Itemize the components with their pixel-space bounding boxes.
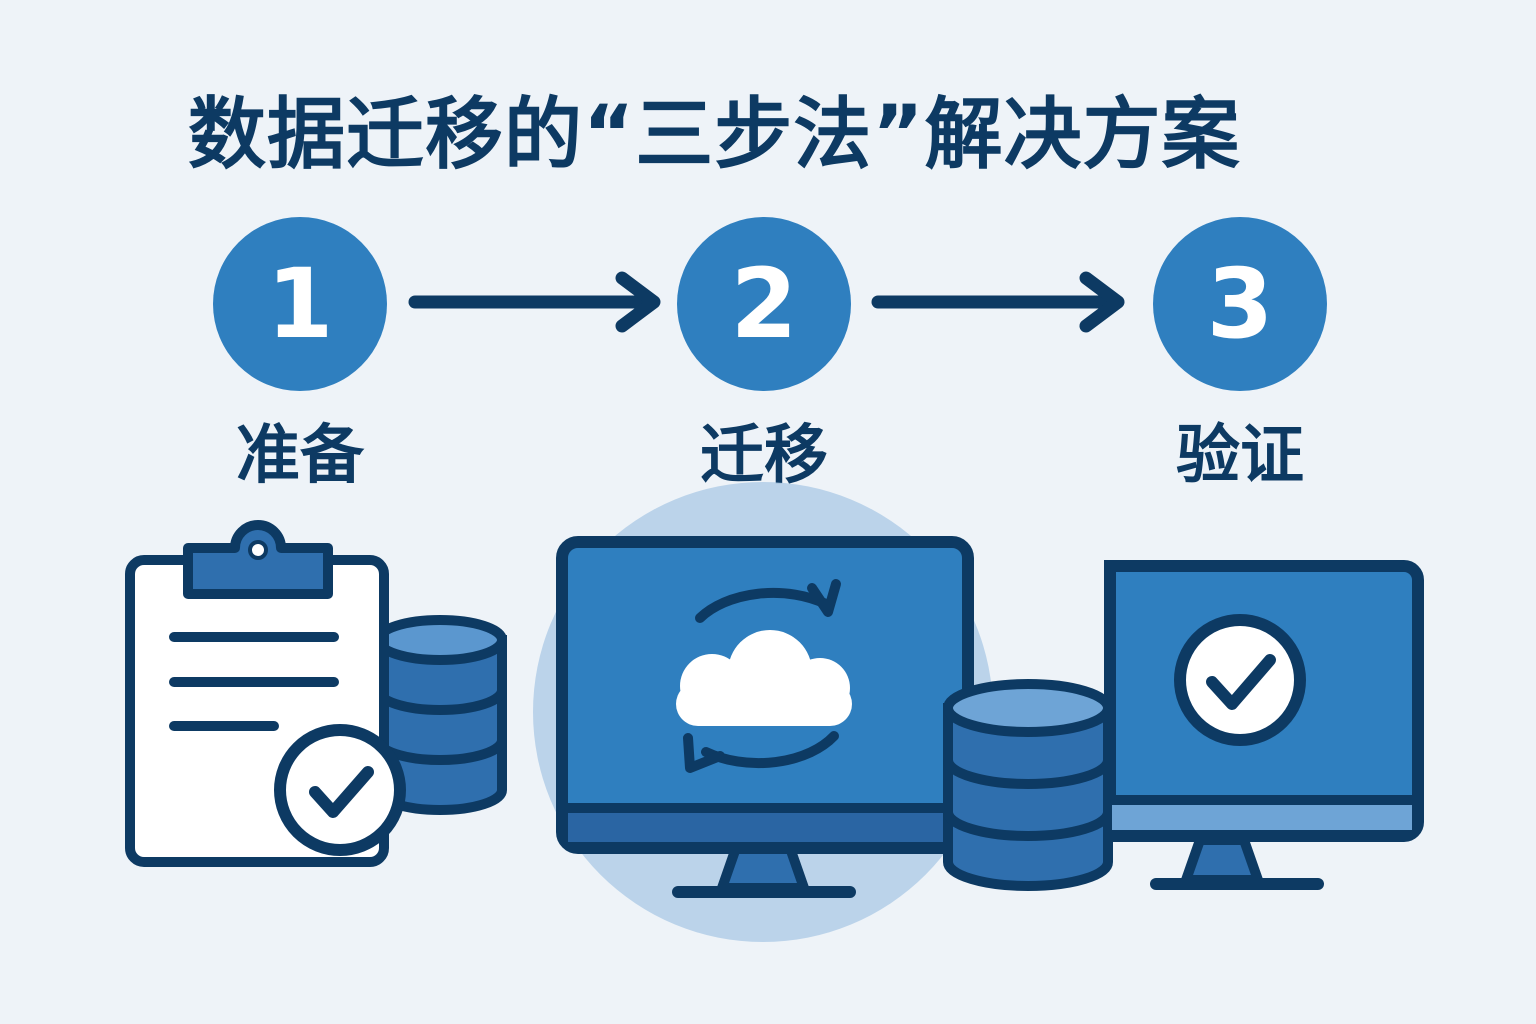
step-1-label: 准备 xyxy=(236,419,364,493)
database-icon xyxy=(373,615,507,815)
step-3-label: 验证 xyxy=(1176,419,1304,493)
step-1-badge: 1 xyxy=(213,217,387,391)
arrow-1-to-2-icon xyxy=(408,271,661,333)
check-circle-icon xyxy=(1174,614,1306,746)
cloud-sync-icon xyxy=(676,579,852,773)
step-3-badge: 3 xyxy=(1153,217,1327,391)
step-2-label: 迁移 xyxy=(700,419,828,493)
step-2-badge: 2 xyxy=(677,217,851,391)
check-badge-icon xyxy=(274,724,406,856)
database-icon xyxy=(943,679,1113,891)
page-title: 数据迁移的“三步法”解决方案 xyxy=(188,90,1241,180)
arrow-2-to-3-icon xyxy=(871,271,1125,333)
